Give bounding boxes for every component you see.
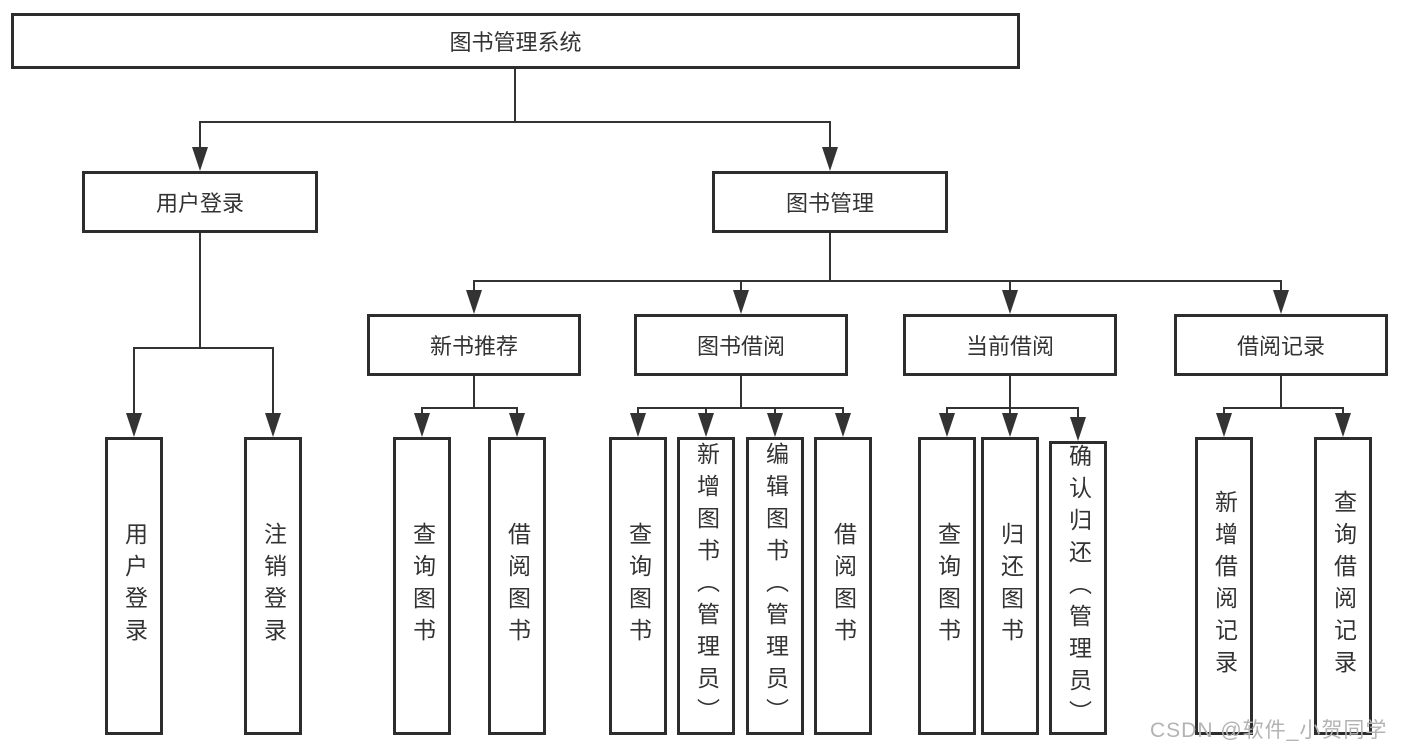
- leaf-edit-books-admin: 编辑图书（管理员）: [746, 437, 804, 735]
- arrow-down-icon: [733, 290, 749, 314]
- arrow-down-icon: [509, 413, 525, 437]
- connector-line: [1009, 280, 1011, 294]
- node-current-borrow-label: 当前借阅: [965, 334, 1054, 359]
- node-borrow-records-label: 借阅记录: [1236, 334, 1325, 359]
- leaf-query-books-recommend-label: 查询图书: [409, 522, 436, 650]
- leaf-logout: 注销登录: [244, 437, 302, 735]
- connector-line: [1077, 407, 1079, 419]
- connector-line: [740, 376, 742, 408]
- connector-line: [473, 280, 475, 294]
- leaf-borrow-books: 借阅图书: [814, 437, 872, 735]
- node-current-borrow: 当前借阅: [903, 314, 1117, 376]
- node-book-management: 图书管理: [712, 171, 948, 233]
- node-user-login-label: 用户登录: [155, 191, 244, 216]
- leaf-borrow-books-label: 借阅图书: [830, 522, 857, 650]
- watermark: CSDN @软件_小贺同学: [1150, 719, 1388, 742]
- arrow-down-icon: [1216, 413, 1232, 437]
- arrow-down-icon: [1335, 413, 1351, 437]
- connector-line: [740, 280, 742, 294]
- connector-line: [421, 407, 518, 409]
- connector-line: [133, 347, 274, 349]
- arrow-down-icon: [265, 413, 281, 437]
- connector-line: [133, 347, 135, 415]
- connector-line: [829, 121, 831, 149]
- node-user-login: 用户登录: [82, 171, 318, 233]
- leaf-edit-books-admin-label: 编辑图书（管理员）: [762, 442, 789, 730]
- leaf-query-books-current: 查询图书: [918, 437, 976, 735]
- arrow-down-icon: [1002, 413, 1018, 437]
- leaf-return-books-label: 归还图书: [997, 522, 1024, 650]
- arrow-down-icon: [1002, 290, 1018, 314]
- arrow-down-icon: [1273, 290, 1289, 314]
- connector-line: [829, 233, 831, 281]
- connector-line: [514, 69, 516, 122]
- leaf-return-books: 归还图书: [981, 437, 1039, 735]
- leaf-query-borrow-record: 查询借阅记录: [1314, 437, 1372, 735]
- connector-line: [272, 347, 274, 415]
- arrow-down-icon: [698, 413, 714, 437]
- leaf-query-books-borrow-label: 查询图书: [625, 522, 652, 650]
- node-new-book-recommend-label: 新书推荐: [429, 334, 518, 359]
- connector-line: [1223, 407, 1344, 409]
- connector-line: [199, 121, 201, 149]
- leaf-query-books-current-label: 查询图书: [934, 522, 961, 650]
- node-root-label: 图书管理系统: [449, 30, 582, 55]
- connector-line: [421, 407, 423, 415]
- node-book-management-label: 图书管理: [785, 191, 874, 216]
- connector-line: [473, 376, 475, 408]
- leaf-query-books-recommend: 查询图书: [393, 437, 451, 735]
- leaf-add-books-admin: 新增图书（管理员）: [677, 437, 735, 735]
- connector-line: [705, 407, 707, 415]
- arrow-down-icon: [1070, 417, 1086, 441]
- arrow-down-icon: [767, 413, 783, 437]
- connector-line: [774, 407, 776, 415]
- arrow-down-icon: [822, 147, 838, 171]
- arrow-down-icon: [126, 413, 142, 437]
- leaf-logout-label: 注销登录: [260, 522, 287, 650]
- leaf-query-books-borrow: 查询图书: [609, 437, 667, 735]
- connector-line: [1223, 407, 1225, 415]
- connector-line: [1342, 407, 1344, 415]
- connector-line: [1280, 376, 1282, 408]
- connector-line: [946, 407, 948, 415]
- arrow-down-icon: [835, 413, 851, 437]
- arrow-down-icon: [414, 413, 430, 437]
- node-root: 图书管理系统: [11, 13, 1020, 69]
- leaf-add-borrow-record: 新增借阅记录: [1195, 437, 1253, 735]
- connector-line: [1280, 280, 1282, 294]
- leaf-user-login: 用户登录: [105, 437, 163, 735]
- connector-line: [516, 407, 518, 415]
- leaf-query-borrow-record-label: 查询借阅记录: [1330, 490, 1357, 682]
- node-new-book-recommend: 新书推荐: [367, 314, 581, 376]
- leaf-user-login-label: 用户登录: [121, 522, 148, 650]
- leaf-add-books-admin-label: 新增图书（管理员）: [693, 442, 720, 730]
- node-book-borrow-label: 图书借阅: [696, 334, 785, 359]
- leaf-borrow-books-recommend-label: 借阅图书: [504, 522, 531, 650]
- connector-line: [199, 233, 201, 348]
- leaf-confirm-return-admin: 确认归还（管理员）: [1049, 441, 1107, 735]
- arrow-down-icon: [466, 290, 482, 314]
- leaf-add-borrow-record-label: 新增借阅记录: [1211, 490, 1238, 682]
- node-borrow-records: 借阅记录: [1174, 314, 1388, 376]
- connector-line: [946, 407, 1079, 409]
- leaf-borrow-books-recommend: 借阅图书: [488, 437, 546, 735]
- connector-line: [637, 407, 639, 415]
- connector-line: [473, 280, 1282, 282]
- node-book-borrow: 图书借阅: [634, 314, 848, 376]
- arrow-down-icon: [939, 413, 955, 437]
- connector-line: [1009, 407, 1011, 415]
- arrow-down-icon: [630, 413, 646, 437]
- arrow-down-icon: [192, 147, 208, 171]
- connector-line: [842, 407, 844, 415]
- connector-line: [1009, 376, 1011, 408]
- connector-line: [199, 121, 831, 123]
- connector-line: [637, 407, 844, 409]
- leaf-confirm-return-admin-label: 确认归还（管理员）: [1065, 444, 1092, 732]
